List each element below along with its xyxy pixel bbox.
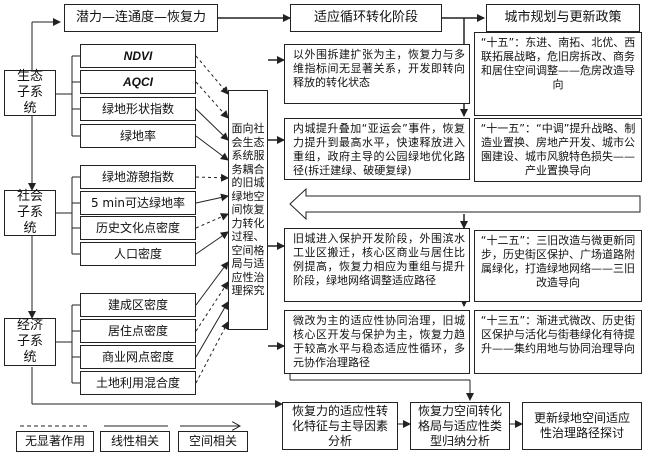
bottom-analysis-1: 恢复力的适应性转化特征与主导因素分析 (282, 402, 398, 450)
legend-insignificant: 无显著作用 (16, 431, 94, 452)
indicator-shape: 绿地形状指数 (80, 97, 196, 121)
stage-1: 以外围拆建扩张为主，恢复力与多维指标间无显著关系，开发即转向释放的转化状态 (284, 44, 470, 104)
bottom-analysis-3: 更新绿地空间适应性治理路径探讨 (522, 402, 642, 450)
stage-2: 内城提升叠加“亚运会”事件，恢复力提升到最高水平，快速释放进入重组，政府主导的公… (284, 118, 470, 180)
policy-10th-five-year: “十五”：东进、南拓、北优、西联拓展战略，危旧房拆改、商务和居住空间调整——危房… (474, 32, 642, 116)
stage-4: 微改为主的适应性协同治理，旧城核心区开发与保护为主，恢复力趋于较高水平与稳态适应… (284, 310, 470, 374)
legend-spatial: 空间相关 (178, 431, 248, 452)
center-research-box: 面向社会生态系统服务耦合的旧城绿地空间恢复力转化过程、空间格局与适应性治理探究 (228, 90, 268, 330)
econ-subsystem-label: 经济子系统 (16, 318, 43, 365)
social-subsystem-label: 社会子系统 (16, 189, 43, 236)
policy-11th-five-year: “十一五”：“中调”提升战略、制造业置换、房地产开发、城市公園建设、城市风貌特色… (474, 118, 642, 182)
policy-12th-five-year: “十二五”：三旧改造与微更新同步，历史街区保护、广场道路附属绿化，打造绿地网络—… (474, 230, 642, 302)
indicator-ratio: 绿地率 (80, 124, 196, 148)
indicator-recreation: 绿地游憩指数 (80, 165, 196, 189)
eco-subsystem: 生态子系统 (4, 69, 56, 116)
indicator-residence: 居住点密度 (80, 319, 196, 343)
eco-subsystem-label: 生态子系统 (16, 69, 43, 116)
policy-title: 城市规划与更新政策 (486, 4, 640, 32)
indicator-population: 人口密度 (80, 242, 196, 266)
indicator-aqci: AQCI (80, 70, 196, 94)
center-research-text: 面向社会生态系统服务耦合的旧城绿地空间恢复力转化过程、空间格局与适应性治理探究 (231, 122, 265, 298)
bottom-analysis-2: 恢复力空间转化格局与适应性类型归纳分析 (410, 402, 510, 450)
legend-linear: 线性相关 (100, 431, 170, 452)
flow-title: 潜力—连通度—恢复力 (64, 4, 218, 32)
indicator-fivemin: 5 min可达绿地率 (80, 191, 196, 215)
feedback-arrow (289, 187, 641, 221)
indicator-built: 建成区密度 (80, 293, 196, 317)
indicator-history: 历史文化点密度 (80, 216, 196, 240)
econ-subsystem: 经济子系统 (4, 318, 56, 366)
indicator-mixed: 土地利用混合度 (80, 371, 196, 395)
stage-3: 旧城进入保护开发阶段，外围滨水工业区搬迁，核心区商业与居住比例提高，恢复力相应为… (284, 228, 470, 302)
indicator-commercial: 商业网点密度 (80, 345, 196, 369)
stage-title: 适应循环转化阶段 (290, 4, 442, 32)
social-subsystem: 社会子系统 (4, 189, 56, 236)
policy-13th-five-year: “十三五”：渐进式微改、历史街区保护与活化与街巷绿化有待提升——集约用地与协同治… (474, 310, 642, 374)
indicator-ndvi: NDVI (80, 44, 196, 68)
